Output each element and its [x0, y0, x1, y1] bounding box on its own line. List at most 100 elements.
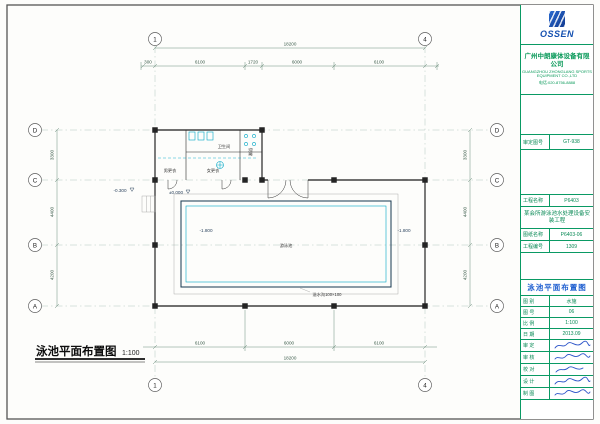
- company-logo: OSSEN: [521, 5, 593, 45]
- dim-right-seg: 4200: [463, 269, 468, 280]
- info-value: 1:100: [565, 320, 578, 326]
- info-row: 图 号 06: [521, 307, 593, 318]
- axis-label: A: [33, 304, 38, 311]
- dim-top-seg: 6100: [374, 60, 385, 65]
- info-value: 06: [568, 309, 575, 315]
- axis-label: 1: [153, 383, 157, 390]
- sign-label: 审 核: [521, 352, 550, 363]
- project-row: 工程名称 P6403: [521, 195, 593, 207]
- axis-label: C: [495, 178, 500, 185]
- signature-scribble: [554, 389, 590, 396]
- title-block: OSSEN 广州中朗康体设备有限公司 GUANGZHOU ZHONGLANG S…: [520, 5, 593, 419]
- notes-area: [521, 95, 593, 135]
- grid-lines: [41, 46, 491, 378]
- drawing-label: 图纸名称: [521, 229, 550, 240]
- approval-no-row: 审定图号 GT-938: [521, 135, 593, 150]
- dimension-top: 18200 300 6100 1720 6000 6100: [140, 42, 440, 70]
- company-info: 广州中朗康体设备有限公司 GUANGZHOU ZHONGLANG SPORTS …: [521, 45, 593, 95]
- project-label: 工程名称: [521, 195, 550, 206]
- spacer-area: [521, 253, 593, 280]
- project-no: P6403: [564, 197, 579, 204]
- title-block-tail: [521, 400, 593, 419]
- room-label: 卫生间: [218, 143, 231, 150]
- room-label: 男更衣: [164, 167, 177, 174]
- project-name: 某会所游泳池水处理设备安装工程: [521, 207, 593, 229]
- info-row: 日 期 2013.09: [521, 329, 593, 340]
- sign-label: 审 定: [521, 340, 550, 351]
- plan-title: 泳池平面布置图: [36, 344, 117, 358]
- axis-label: C: [33, 178, 38, 185]
- doors: [141, 179, 309, 213]
- job-row: 工程编号 1309: [521, 241, 593, 253]
- signature-scribble: [555, 366, 583, 373]
- level-pool-depth-right: -1.800: [397, 228, 410, 233]
- pool-label: 游泳池: [280, 242, 293, 249]
- dim-left-seg: 3300: [50, 149, 55, 160]
- info-row: 图 别 水施: [521, 296, 593, 307]
- dim-bottom-seg: 6100: [195, 341, 206, 346]
- dim-top-seg: 6100: [195, 60, 206, 65]
- signature-scribble: [554, 376, 590, 385]
- dim-top-total: 18200: [284, 42, 297, 47]
- level-floor: ±0.000: [169, 190, 183, 195]
- sign-row: 设 计: [521, 376, 593, 388]
- structural-columns: [152, 127, 428, 309]
- info-label: 图 别: [521, 296, 550, 306]
- company-contact: 电话:020-8756-8888: [538, 79, 576, 85]
- room-label: 淋浴: [247, 147, 254, 156]
- company-name-en: GUANGZHOU ZHONGLANG SPORTS EQUIPMENT CO.…: [522, 68, 592, 79]
- signature-scribble: [554, 353, 590, 360]
- dimension-bottom: 6100 6000 6100 18200: [143, 310, 437, 365]
- axis-label: A: [495, 304, 500, 311]
- approval-no-value: GT-938: [563, 139, 580, 145]
- plan-scale: 1:100: [122, 350, 140, 357]
- sign-label: 校 对: [521, 364, 550, 375]
- drawing-row: 图纸名称 P6403-06: [521, 229, 593, 241]
- plan-title-group: 泳池平面布置图 1:100: [35, 344, 145, 363]
- sanitary-fixtures: [158, 131, 258, 169]
- dimension-right: 3300 4400 4200: [463, 127, 473, 309]
- company-name: 广州中朗康体设备有限公司: [524, 53, 590, 69]
- info-value: 水施: [566, 298, 577, 305]
- dim-left-seg: 4400: [50, 206, 55, 217]
- axis-label: D: [33, 128, 38, 135]
- swimming-pool: 游泳池: [173, 193, 399, 295]
- level-pool-depth: -1.800: [199, 228, 212, 233]
- dim-bottom-seg: 6000: [284, 341, 295, 346]
- room-label: 女更衣: [207, 167, 220, 174]
- dim-left-seg: 4200: [50, 269, 55, 280]
- sign-row: 审 定: [521, 340, 593, 352]
- job-no: 1309: [565, 243, 578, 250]
- axis-label: 4: [423, 383, 427, 390]
- axis-label: B: [33, 243, 37, 250]
- ossen-logo-icon: [549, 10, 565, 27]
- logo-text: OSSEN: [539, 28, 574, 39]
- drawing-no: P6403-06: [560, 231, 583, 238]
- info-label: 日 期: [521, 329, 550, 339]
- info-label: 比 例: [521, 318, 550, 328]
- building-walls: [154, 129, 426, 307]
- gutter-note: 溢水沟100×100: [313, 291, 343, 298]
- info-value: 2013.09: [562, 331, 581, 337]
- level-entry: -0.300: [113, 188, 126, 193]
- stamp-area: [521, 150, 593, 195]
- dimension-left: 3300 4400 4200: [50, 127, 60, 309]
- job-label: 工程编号: [521, 241, 550, 252]
- dim-top-seg: 300: [144, 60, 152, 65]
- sign-label: 制 图: [521, 388, 550, 399]
- sign-label: 设 计: [521, 376, 550, 387]
- sign-row: 审 核: [521, 352, 593, 364]
- dim-top-seg: 6000: [292, 60, 303, 65]
- sheet-frame: [6, 4, 594, 420]
- room-labels: 男更衣 女更衣 淋浴 卫生间: [164, 143, 254, 174]
- axis-bubbles: 1 4 1 4 D C B A D C B A: [28, 32, 504, 392]
- approval-no-label: 审定图号: [521, 135, 550, 149]
- dim-right-seg: 4400: [463, 206, 468, 217]
- dim-top-seg: 1720: [248, 60, 259, 65]
- dim-bottom-seg: 6100: [374, 341, 385, 346]
- entry-steps: [141, 195, 156, 213]
- drawing-title: 泳池平面布置图: [521, 280, 593, 296]
- axis-label: 4: [423, 37, 427, 44]
